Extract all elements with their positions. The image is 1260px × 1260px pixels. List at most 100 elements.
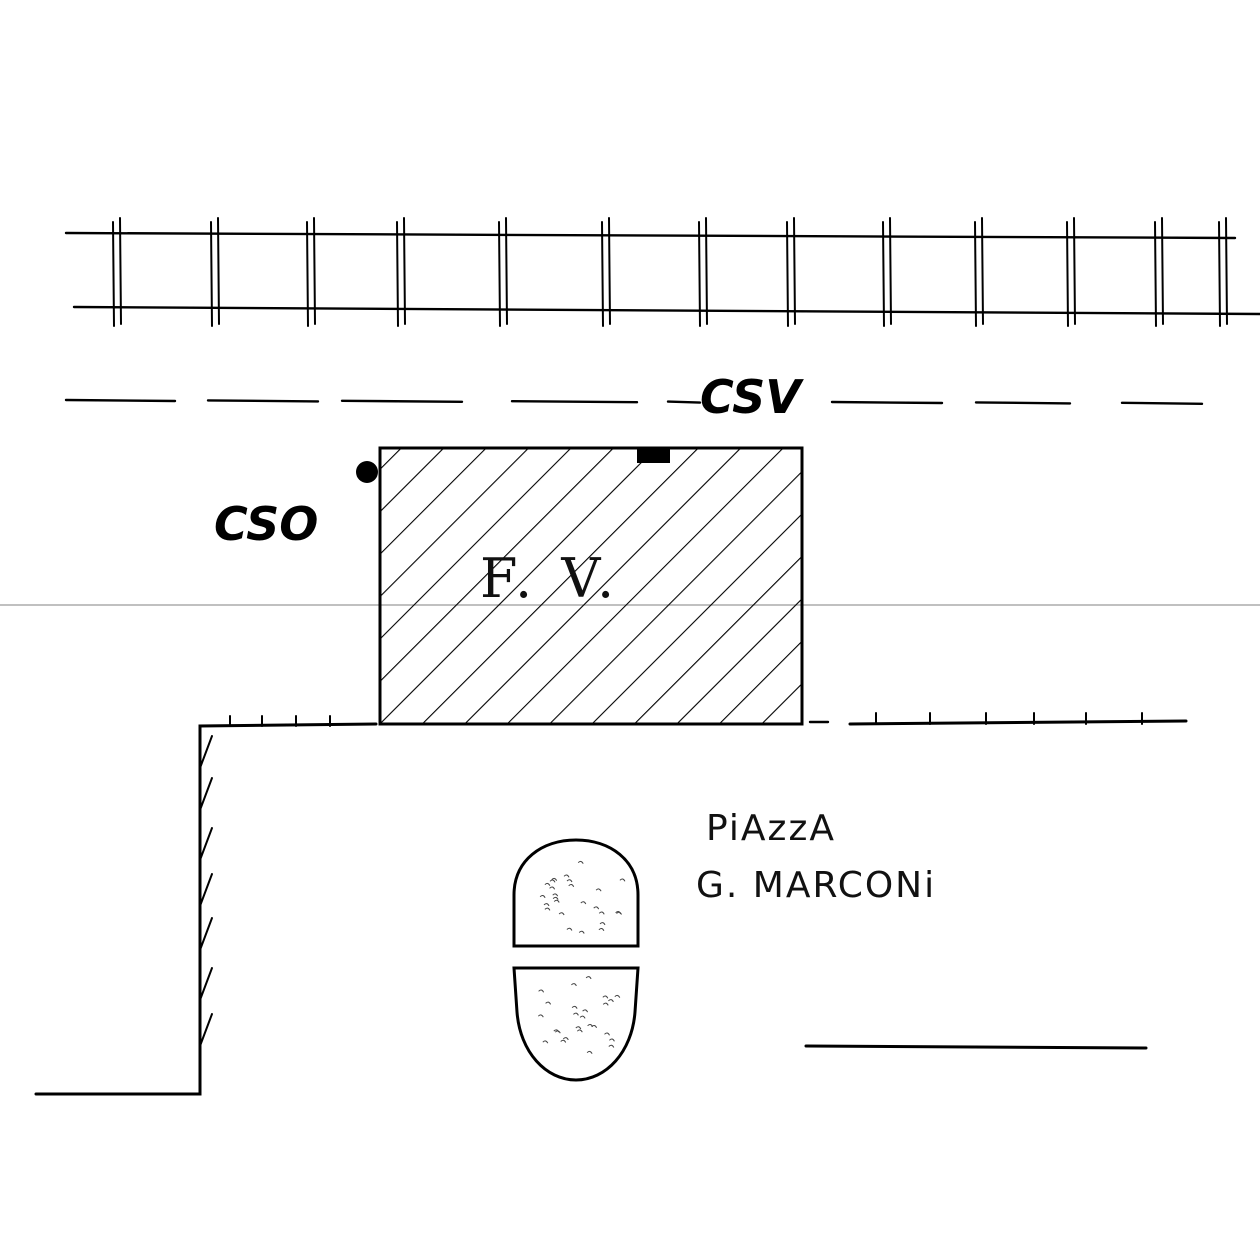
flower-bed-stipple xyxy=(578,930,585,934)
flower-bed-stipple xyxy=(573,1012,579,1016)
flower-bed-stipple xyxy=(604,1032,610,1036)
road-dash xyxy=(974,401,1072,405)
flower-bed-stipple xyxy=(558,912,565,916)
flower-bed-stipple xyxy=(582,1009,589,1013)
road-dash xyxy=(830,400,944,405)
wall-tick xyxy=(199,735,213,769)
flower-bed-stipple xyxy=(576,1029,583,1033)
railway-sleeper xyxy=(396,221,399,327)
square-label-line2: G. MARCONi xyxy=(696,865,936,906)
wall-tick xyxy=(199,917,213,951)
boundary-wall-left xyxy=(34,715,378,1096)
flower-bed-stipple xyxy=(562,1037,569,1041)
road-dash xyxy=(206,399,320,403)
flower-bed-stipple xyxy=(539,895,546,899)
square-label-line1: PiAzzA xyxy=(706,808,836,849)
railway-sleeper xyxy=(793,217,796,325)
flower-bed-stipple xyxy=(602,995,609,999)
railway-sleeper xyxy=(601,221,604,327)
road-dash xyxy=(510,400,639,404)
rail-bottom xyxy=(72,305,1260,316)
flower-bed-stipple xyxy=(552,896,559,900)
railway-sleepers xyxy=(112,217,1228,327)
railway-sleeper xyxy=(313,217,316,325)
flower-bed-stipple xyxy=(593,906,600,910)
flower-bed-stipple xyxy=(544,907,551,911)
railway-sleeper xyxy=(210,221,213,327)
flower-bed-stipple xyxy=(587,1024,594,1028)
railway-sleeper xyxy=(1225,217,1228,325)
flower-bed-stipple xyxy=(599,922,606,926)
railway-sleeper xyxy=(505,217,508,325)
wall-tick xyxy=(199,827,213,861)
railway-sleeper xyxy=(217,217,220,325)
flower-bed-stipple xyxy=(598,911,605,915)
road-dash xyxy=(1120,401,1204,405)
wall-tick xyxy=(199,967,213,1001)
flower-bed-stipple xyxy=(549,879,556,883)
rail-top xyxy=(64,231,1237,240)
flower-bed-stipple xyxy=(598,928,605,932)
railway-sleeper xyxy=(306,221,309,327)
square-edge-line xyxy=(804,1044,1148,1050)
flower-bed-stipple xyxy=(616,911,622,915)
road-centerline xyxy=(64,398,1204,405)
flower-bed-stipple xyxy=(566,879,573,883)
flower-bed-stipple xyxy=(619,878,626,882)
csv-marker xyxy=(637,447,670,463)
railway-sleeper xyxy=(608,217,611,325)
road-dash xyxy=(666,400,702,404)
station-building: F. V. xyxy=(356,446,804,726)
railway-sleeper xyxy=(1073,217,1076,325)
flower-bed-stipple xyxy=(566,927,573,931)
flower-bed-stipple xyxy=(537,1014,544,1018)
flower-bed-stipple xyxy=(571,1005,578,1009)
railway-sleeper xyxy=(1161,217,1164,325)
flower-bed-stipple xyxy=(608,999,614,1003)
flower-bed-stipple xyxy=(568,884,575,888)
flower-bed-stipple xyxy=(553,899,560,903)
railway-sleeper xyxy=(974,221,977,327)
wall-tick xyxy=(199,1013,213,1047)
road-dash xyxy=(64,398,177,403)
railway-track xyxy=(64,217,1260,327)
flower-bed-stipple xyxy=(602,1002,609,1006)
railway-sleeper xyxy=(112,221,115,327)
flower-bed-stipple xyxy=(544,882,551,886)
flower-bed-stipple xyxy=(609,1038,615,1042)
flower-bed-bottom xyxy=(512,966,640,1082)
flower-bed-stipple xyxy=(580,901,587,905)
flower-bed-stipple xyxy=(585,976,592,980)
boundary-wall-right xyxy=(808,712,1188,726)
railway-sleeper xyxy=(1154,221,1157,327)
building-hatch xyxy=(380,448,802,724)
flower-bed-stipple xyxy=(545,1001,552,1005)
railway-sleeper xyxy=(1218,221,1221,327)
flower-bed-stipple xyxy=(579,1015,586,1019)
railway-sleeper xyxy=(786,221,789,327)
flower-bed-stipple xyxy=(551,877,558,881)
wall-tick xyxy=(199,777,213,811)
building-outline xyxy=(378,446,804,726)
flower-bed-stipple xyxy=(595,888,602,892)
wall-tick xyxy=(199,873,213,907)
flower-bed-stipple xyxy=(549,886,556,890)
flower-bed-stipple xyxy=(552,893,559,897)
flower-bed-stipple xyxy=(575,1026,582,1030)
flower-bed-stipple xyxy=(563,874,570,878)
railway-sleeper xyxy=(698,221,701,327)
flower-bed-stipple xyxy=(577,860,584,864)
railway-sleeper xyxy=(403,217,406,325)
flower-bed-stipple xyxy=(586,1050,593,1054)
flower-bed-stipple xyxy=(538,989,545,993)
cso-label: CSO xyxy=(214,497,318,551)
flower-bed-top xyxy=(512,838,640,948)
railway-sleeper xyxy=(498,221,501,327)
flower-bed-stipple xyxy=(542,1040,549,1044)
cso-marker xyxy=(356,461,378,483)
flower-bed-stipple xyxy=(608,1044,615,1048)
railway-sleeper xyxy=(705,217,708,325)
flower-bed-stipple xyxy=(560,1039,567,1043)
csv-label: CSV xyxy=(700,370,804,424)
